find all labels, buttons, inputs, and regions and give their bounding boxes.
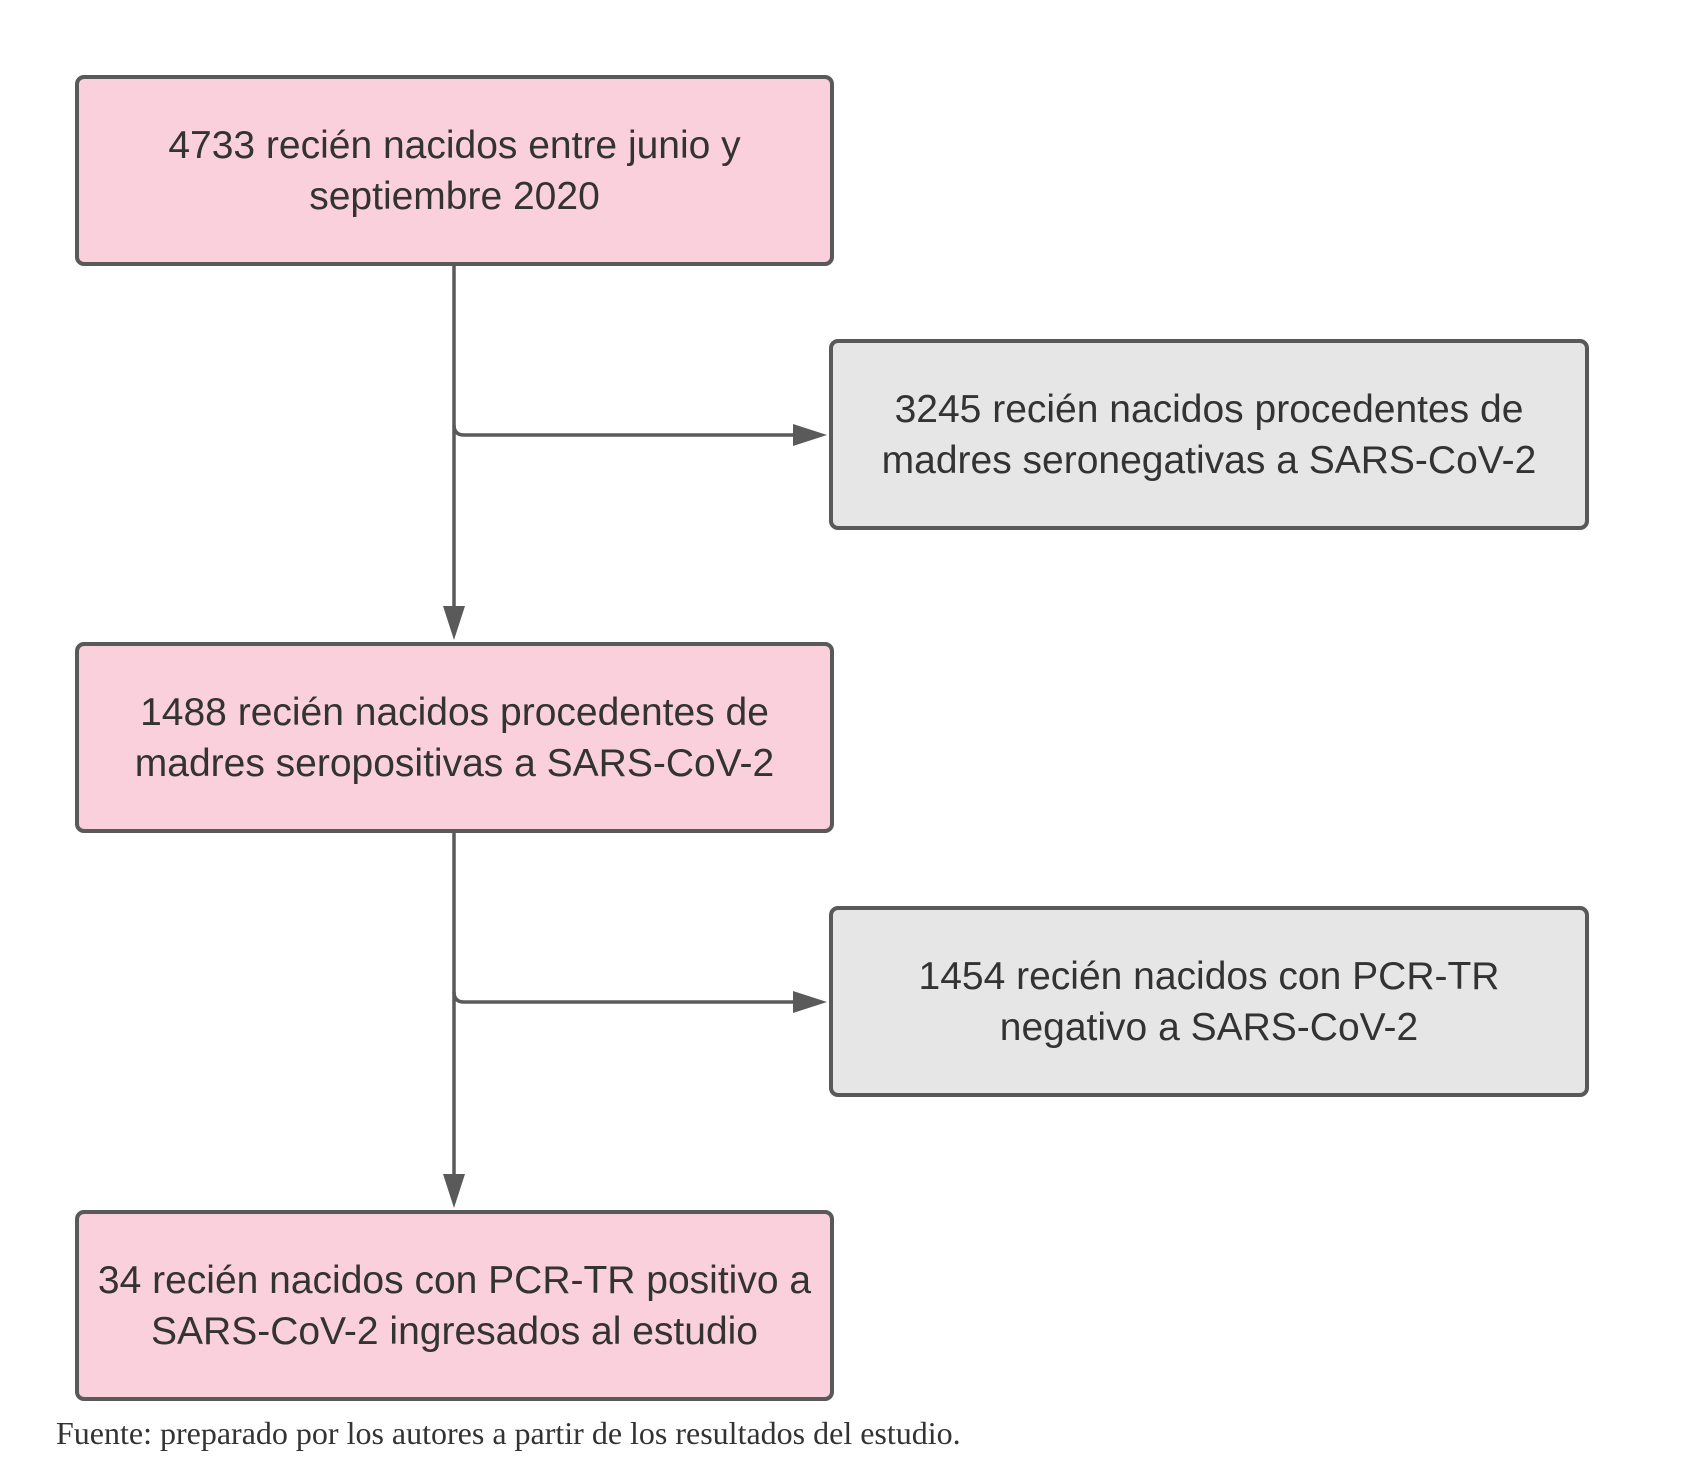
arrowhead-n1-to-n2 [793,424,827,446]
node-pcr-negative: 1454 recién nacidos con PCR-TR negativo … [829,906,1589,1097]
arrowhead-n3-to-n5 [443,1174,465,1208]
arrowhead-n3-to-n4 [793,991,827,1013]
source-note: Fuente: preparado por los autores a part… [56,1415,961,1451]
arrowhead-n1-to-n3 [443,606,465,640]
node-seropositive-mothers-label: 1488 recién nacidos procedentes de madre… [134,690,775,785]
arrow-n3-to-n4 [452,991,795,1004]
node-pcr-positive-included: 34 recién nacidos con PCR-TR positivo a … [75,1210,834,1401]
arrow-n1-to-n2 [452,424,795,437]
node-seronegative-mothers-label: 3245 recién nacidos procedentes de madre… [881,387,1537,482]
node-pcr-positive-included-label: 34 recién nacidos con PCR-TR positivo a … [97,1258,812,1353]
node-seropositive-mothers: 1488 recién nacidos procedentes de madre… [75,642,834,833]
node-total-newborns: 4733 recién nacidos entre junio y septie… [75,75,834,266]
node-seronegative-mothers: 3245 recién nacidos procedentes de madre… [829,339,1589,530]
node-pcr-negative-label: 1454 recién nacidos con PCR-TR negativo … [918,954,1500,1049]
node-total-newborns-label: 4733 recién nacidos entre junio y septie… [168,123,741,218]
